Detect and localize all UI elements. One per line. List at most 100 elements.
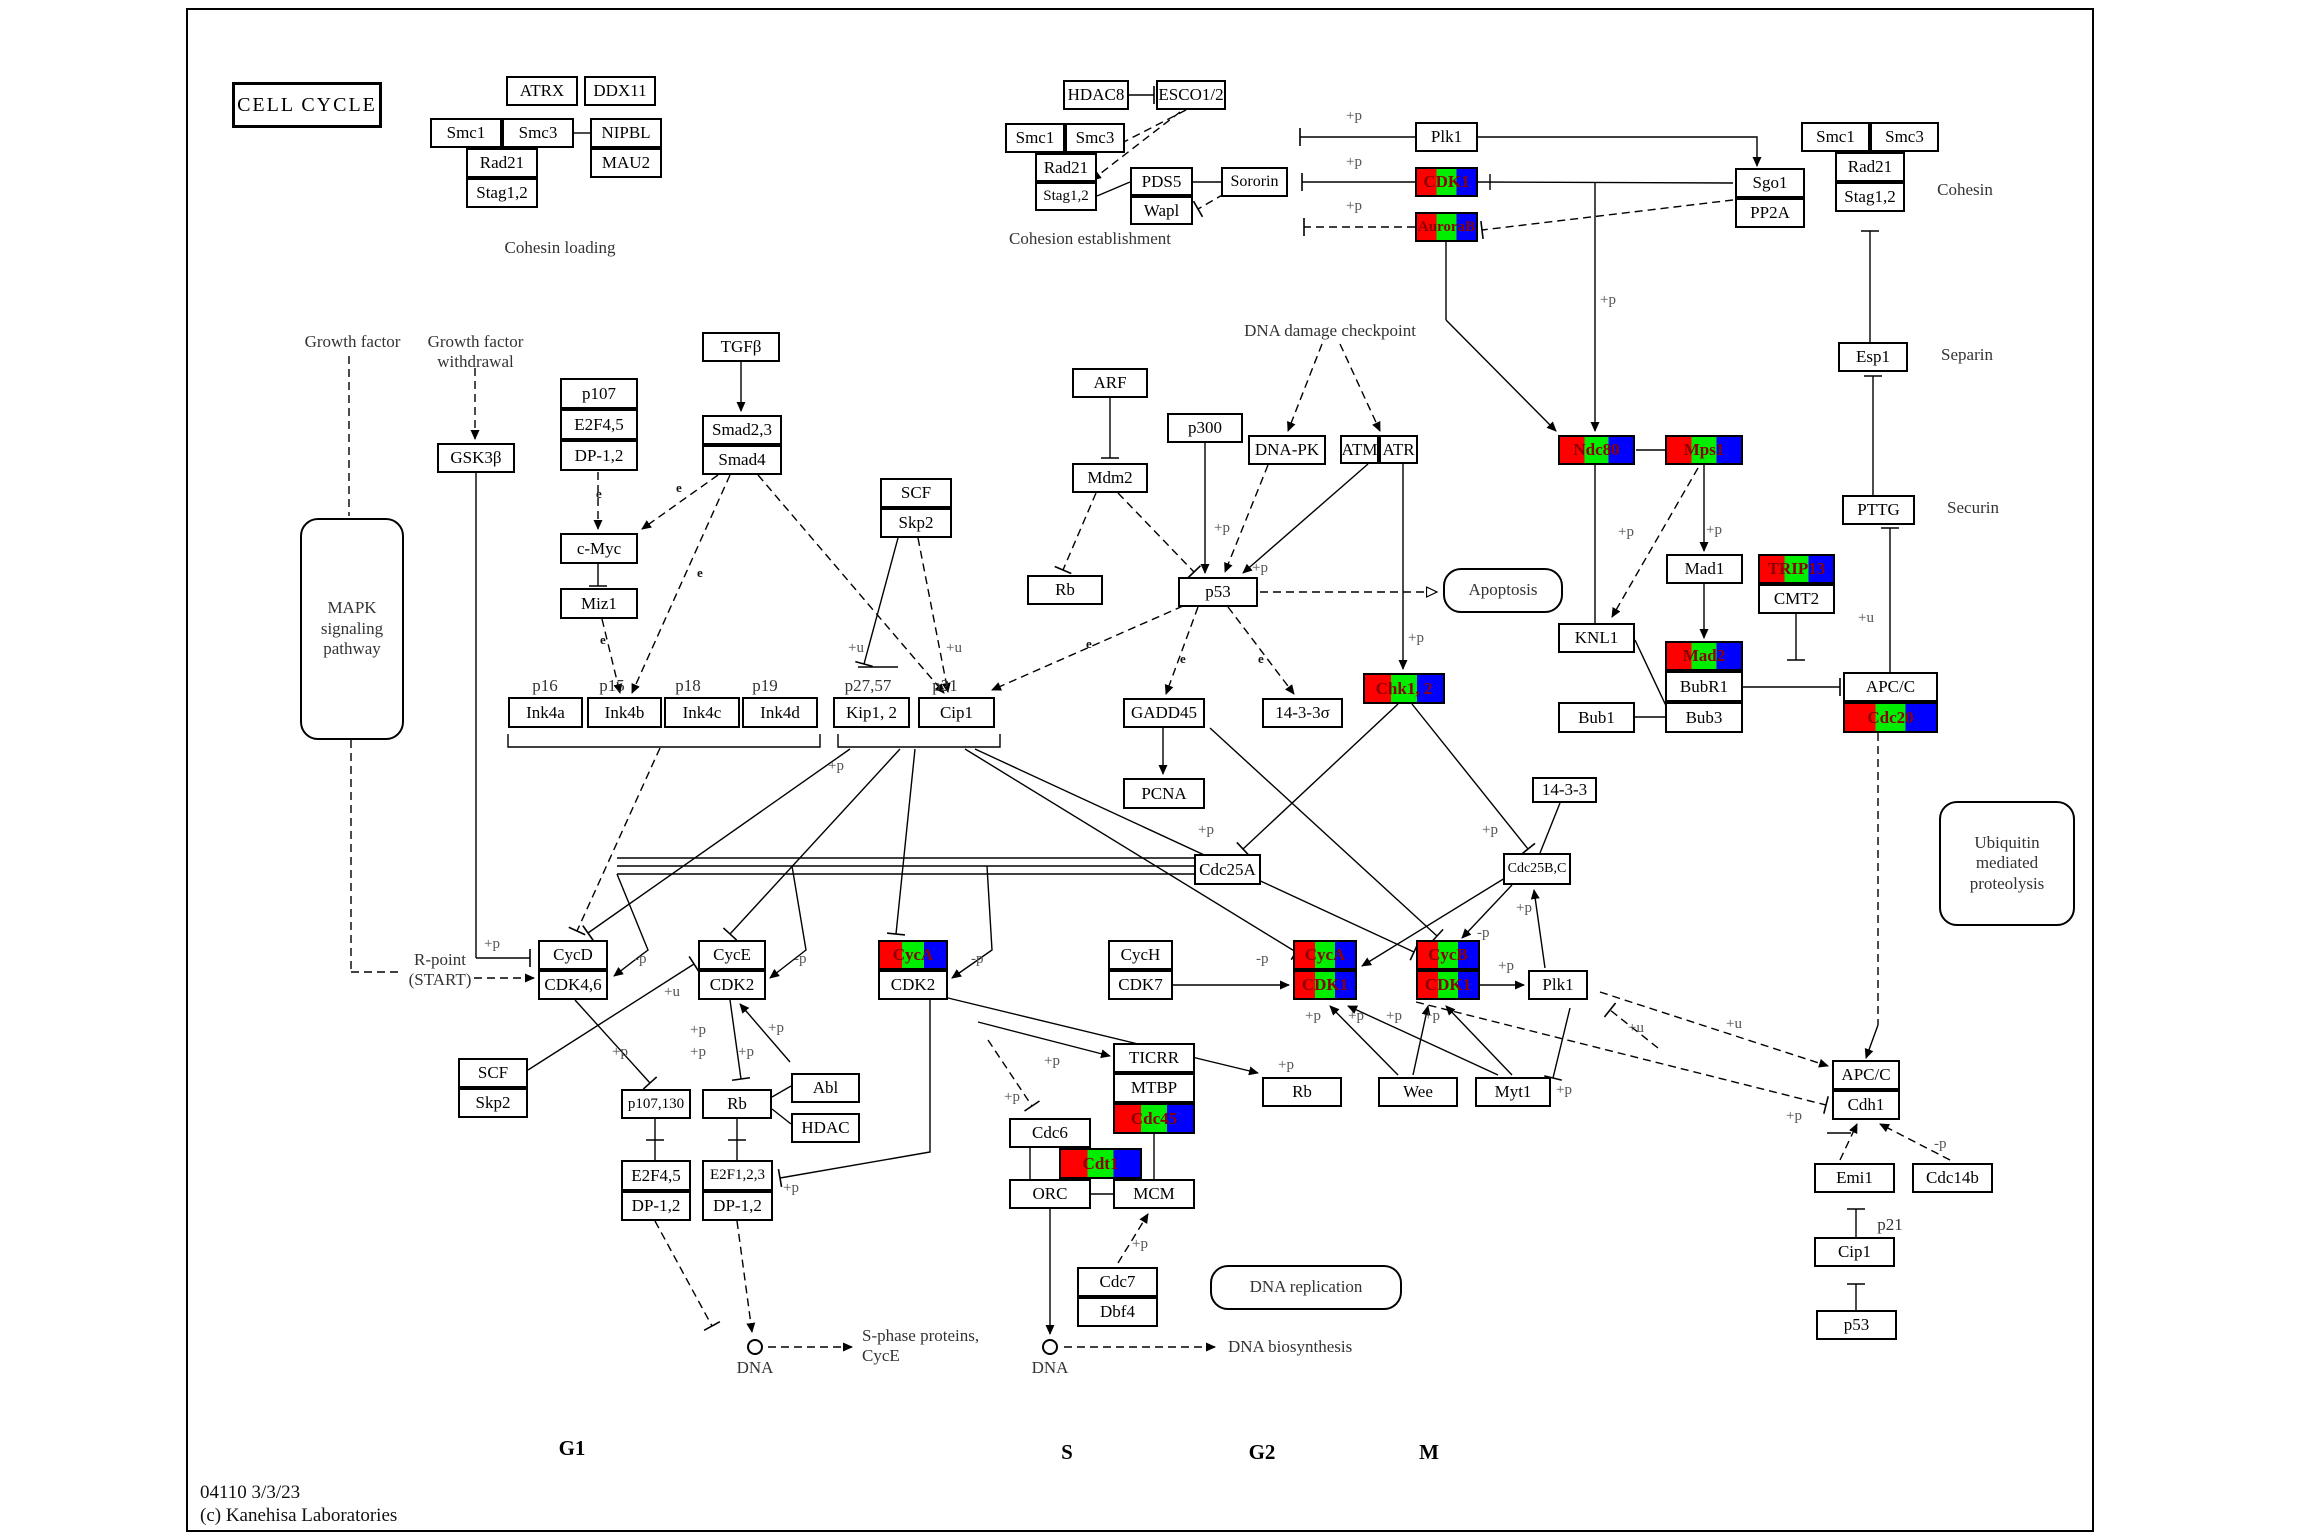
gene-cdc6[interactable]: Cdc6 [1009, 1118, 1091, 1148]
gene-ddx11[interactable]: DDX11 [584, 76, 656, 106]
gene-knl1[interactable]: KNL1 [1558, 623, 1635, 653]
gene-mtbp[interactable]: MTBP [1113, 1073, 1195, 1103]
gene-skp2[interactable]: Skp2 [458, 1088, 528, 1118]
gene-gsk3[interactable]: GSK3β [437, 443, 515, 473]
gene-ink4c[interactable]: Ink4c [664, 697, 740, 728]
gene-skp2[interactable]: Skp2 [880, 508, 952, 538]
gene-cdc45[interactable]: Cdc45 [1113, 1103, 1195, 1134]
gene-abl[interactable]: Abl [791, 1073, 860, 1103]
gene-cycd[interactable]: CycD [538, 940, 608, 970]
gene-bub1[interactable]: Bub1 [1558, 702, 1635, 733]
gene-cdc7[interactable]: Cdc7 [1077, 1267, 1158, 1297]
gene-pds5[interactable]: PDS5 [1130, 167, 1193, 196]
gene-smc3[interactable]: Smc3 [1870, 122, 1939, 152]
gene-atr[interactable]: ATR [1379, 435, 1418, 464]
gene-cip1[interactable]: Cip1 [918, 697, 995, 728]
gene-p107[interactable]: p107 [560, 378, 638, 409]
gene-rad21[interactable]: Rad21 [1035, 153, 1097, 182]
gene-scf[interactable]: SCF [880, 478, 952, 508]
gene-p53[interactable]: p53 [1178, 577, 1258, 607]
gene-plk1[interactable]: Plk1 [1528, 970, 1588, 1000]
gene-cdc25a[interactable]: Cdc25A [1194, 854, 1261, 885]
gene-ink4b[interactable]: Ink4b [587, 697, 662, 728]
gene-apc-c[interactable]: APC/C [1843, 672, 1938, 702]
gene-dbf4[interactable]: Dbf4 [1077, 1297, 1158, 1327]
gene-smc1[interactable]: Smc1 [1005, 123, 1065, 153]
gene-plk1[interactable]: Plk1 [1415, 122, 1478, 152]
gene-cyca[interactable]: CycA [1293, 940, 1357, 970]
gene-ticrr[interactable]: TICRR [1113, 1043, 1195, 1073]
gene-p107-130[interactable]: p107,130 [621, 1089, 691, 1119]
gene-cdk2[interactable]: CDK2 [878, 970, 948, 1000]
gene-apc-c[interactable]: APC/C [1832, 1060, 1900, 1090]
gene-bub3[interactable]: Bub3 [1665, 702, 1743, 733]
gene-pcna[interactable]: PCNA [1123, 778, 1205, 809]
gene-cmt2[interactable]: CMT2 [1758, 584, 1835, 614]
pathway-link-dna-replication[interactable]: DNA replication [1210, 1265, 1402, 1310]
gene-tgf[interactable]: TGFβ [702, 332, 780, 362]
gene-mcm[interactable]: MCM [1113, 1179, 1195, 1209]
gene-gadd45[interactable]: GADD45 [1123, 698, 1205, 728]
gene-dp-1-2[interactable]: DP-1,2 [702, 1191, 773, 1221]
gene-aurorab[interactable]: AuroraB [1415, 212, 1478, 242]
pathway-link-mapk-signaling-pathway[interactable]: MAPK signaling pathway [300, 518, 404, 740]
gene-smc1[interactable]: Smc1 [1801, 122, 1870, 152]
gene-cdt1[interactable]: Cdt1 [1059, 1148, 1142, 1179]
gene-cdk4-6[interactable]: CDK4,6 [538, 970, 608, 1000]
gene-p53[interactable]: p53 [1816, 1310, 1897, 1340]
gene-cdk1[interactable]: CDK1 [1416, 970, 1480, 1000]
gene-stag1-2[interactable]: Stag1,2 [1035, 182, 1097, 211]
gene-arf[interactable]: ARF [1072, 368, 1148, 398]
gene-cdk1[interactable]: CDK1 [1415, 167, 1478, 197]
gene-pp2a[interactable]: PP2A [1735, 198, 1805, 228]
gene-cycb[interactable]: CycB [1416, 940, 1480, 970]
gene-trip13[interactable]: TRIP13 [1758, 554, 1835, 584]
gene-e2f4-5[interactable]: E2F4,5 [621, 1160, 691, 1191]
gene-orc[interactable]: ORC [1009, 1179, 1091, 1209]
gene-cdc25b-c[interactable]: Cdc25B,C [1503, 853, 1571, 885]
gene-cyca[interactable]: CycA [878, 940, 948, 970]
gene-nipbl[interactable]: NIPBL [590, 118, 662, 148]
gene-dp-1-2[interactable]: DP-1,2 [621, 1191, 691, 1221]
gene-cdk1[interactable]: CDK1 [1293, 970, 1357, 1000]
gene-chk1-2[interactable]: Chk1, 2 [1363, 673, 1445, 704]
gene-cip1[interactable]: Cip1 [1814, 1237, 1895, 1267]
gene-cdk2[interactable]: CDK2 [698, 970, 766, 1000]
gene-emi1[interactable]: Emi1 [1814, 1163, 1895, 1193]
gene-wapl[interactable]: Wapl [1130, 196, 1193, 225]
gene-rb[interactable]: Rb [1027, 575, 1103, 605]
gene-p300[interactable]: p300 [1167, 413, 1243, 443]
gene-sororin[interactable]: Sororin [1221, 167, 1288, 197]
gene-pttg[interactable]: PTTG [1842, 495, 1915, 525]
gene-smc3[interactable]: Smc3 [1065, 123, 1125, 153]
gene-scf[interactable]: SCF [458, 1058, 528, 1088]
gene-mad1[interactable]: Mad1 [1666, 554, 1743, 584]
gene-cdc20[interactable]: Cdc20 [1843, 702, 1938, 733]
gene-c-myc[interactable]: c-Myc [560, 533, 638, 564]
gene-atrx[interactable]: ATRX [506, 76, 578, 106]
gene-dp-1-2[interactable]: DP-1,2 [560, 440, 638, 471]
gene-mad2[interactable]: Mad2 [1665, 641, 1743, 671]
gene-rb[interactable]: Rb [702, 1089, 772, 1119]
gene-rb[interactable]: Rb [1262, 1077, 1342, 1107]
gene-myt1[interactable]: Myt1 [1475, 1077, 1551, 1107]
gene-cyce[interactable]: CycE [698, 940, 766, 970]
gene-cych[interactable]: CycH [1108, 940, 1173, 970]
gene-hdac8[interactable]: HDAC8 [1063, 80, 1129, 110]
gene-kip1-2[interactable]: Kip1, 2 [833, 697, 910, 728]
gene-mdm2[interactable]: Mdm2 [1072, 463, 1148, 493]
gene-ink4a[interactable]: Ink4a [508, 697, 583, 728]
gene-wee[interactable]: Wee [1378, 1077, 1458, 1107]
gene-rad21[interactable]: Rad21 [466, 148, 538, 178]
gene-miz1[interactable]: Miz1 [560, 588, 638, 619]
gene-e2f1-2-3[interactable]: E2F1,2,3 [702, 1160, 773, 1191]
gene-e2f4-5[interactable]: E2F4,5 [560, 409, 638, 440]
gene-hdac[interactable]: HDAC [791, 1113, 860, 1143]
gene-cdc14b[interactable]: Cdc14b [1912, 1163, 1993, 1193]
gene-atm[interactable]: ATM [1340, 435, 1379, 464]
gene-cdh1[interactable]: Cdh1 [1832, 1090, 1900, 1120]
gene-smc3[interactable]: Smc3 [502, 118, 574, 148]
gene-stag1-2[interactable]: Stag1,2 [1835, 182, 1905, 212]
gene-rad21[interactable]: Rad21 [1835, 152, 1905, 182]
gene-ndc80[interactable]: Ndc80 [1558, 435, 1635, 465]
